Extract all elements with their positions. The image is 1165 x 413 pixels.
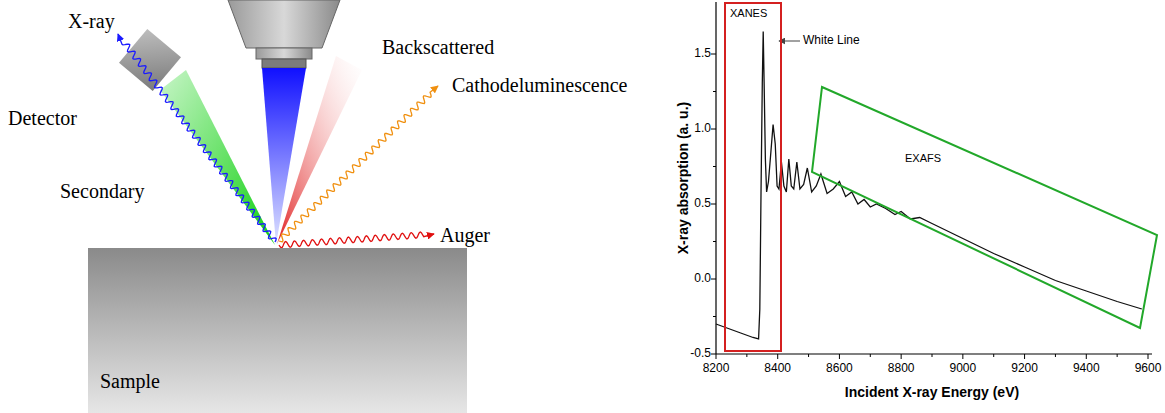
- y-tick-label: -0.5: [690, 347, 711, 360]
- x-tick-label: 9600: [1135, 362, 1162, 375]
- xanes-region: XANES: [724, 2, 782, 352]
- x-tick: [901, 354, 902, 359]
- x-tick-label: 9200: [1011, 362, 1038, 375]
- x-tick: [1117, 354, 1118, 357]
- x-tick: [777, 354, 778, 359]
- x-tick-label: 8200: [703, 362, 730, 375]
- y-tick-label: 1.5: [694, 47, 711, 60]
- y-tick: [711, 354, 716, 355]
- region-label: EXAFS: [905, 152, 941, 164]
- y-tick-label: 1.0: [694, 122, 711, 135]
- x-tick: [1086, 354, 1087, 359]
- x-tick: [746, 354, 747, 357]
- detector-label: Detector: [8, 107, 77, 129]
- region-label: XANES: [730, 7, 767, 19]
- y-tick: [713, 91, 716, 92]
- column-nozzle: [256, 48, 312, 59]
- leader-arrow: [779, 41, 800, 42]
- y-tick: [713, 166, 716, 167]
- y-tick: [713, 241, 716, 242]
- x-tick: [716, 354, 717, 359]
- region-label: Sample: [100, 370, 160, 392]
- backscattered-beam: [277, 56, 362, 244]
- x-tick: [932, 354, 933, 357]
- signal-label: Auger: [440, 224, 490, 246]
- exafs-outline: [812, 87, 1157, 328]
- region-outline: [812, 87, 1157, 328]
- signal-label: Secondary: [60, 180, 144, 202]
- y-tick: [711, 54, 716, 55]
- column-tip: [262, 59, 306, 68]
- xray-wave: [118, 34, 276, 242]
- x-axis-title: Incident X-ray Energy (eV): [845, 385, 1019, 400]
- x-tick: [1055, 354, 1056, 357]
- x-tick: [808, 354, 809, 357]
- x-tick: [839, 354, 840, 359]
- peak-label: White Line: [803, 34, 860, 47]
- x-tick: [993, 354, 994, 357]
- y-tick: [713, 316, 716, 317]
- x-tick-label: 9400: [1073, 362, 1100, 375]
- x-tick-label: 9000: [949, 362, 976, 375]
- x-tick-label: 8400: [764, 362, 791, 375]
- electron-beam: [262, 68, 306, 245]
- x-tick-label: 8600: [826, 362, 853, 375]
- signal-label: Backscattered: [382, 36, 494, 58]
- secondary-beam: [160, 70, 275, 245]
- x-tick: [870, 354, 871, 357]
- y-tick-label: 0.0: [694, 272, 711, 285]
- signal-label: X-ray: [68, 10, 115, 32]
- y-axis-title: X-ray absorption (a. u.): [676, 102, 691, 254]
- y-tick: [711, 204, 716, 205]
- x-tick: [1024, 354, 1025, 359]
- exafs-region: EXAFS: [812, 87, 1157, 328]
- y-tick-label: 0.5: [694, 197, 711, 210]
- cathodoluminescence-wave: [279, 86, 438, 242]
- x-tick: [1148, 354, 1149, 359]
- signal-label: Cathodeluminescence: [452, 74, 628, 96]
- y-axis: [715, 2, 716, 354]
- electron-column: [228, 0, 340, 48]
- x-tick-label: 8800: [888, 362, 915, 375]
- sample-block: Sample: [88, 248, 467, 413]
- detector-symbol: [119, 29, 181, 91]
- y-tick: [711, 279, 716, 280]
- absorption-curve: [716, 32, 1142, 340]
- y-tick: [711, 129, 716, 130]
- x-tick: [962, 354, 963, 359]
- auger-wave: [279, 232, 434, 248]
